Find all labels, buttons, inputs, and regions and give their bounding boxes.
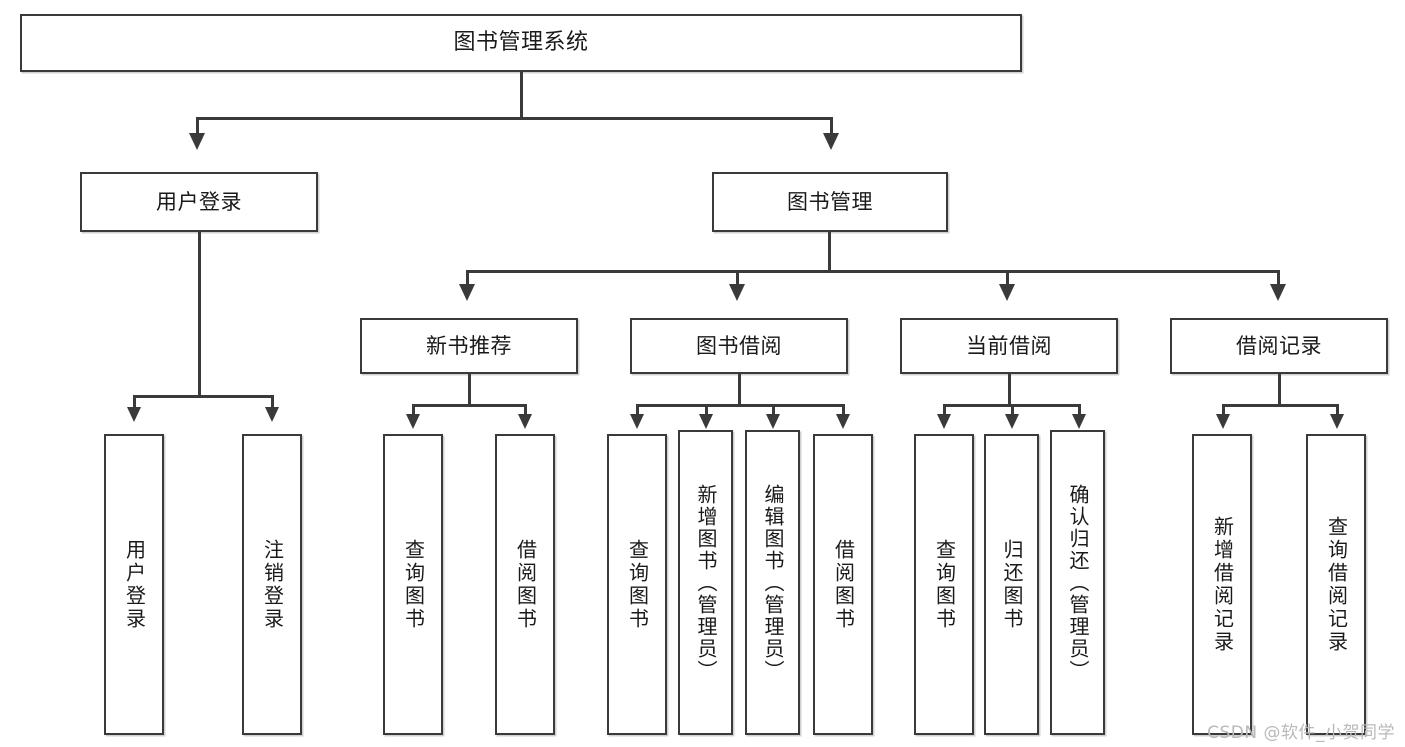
leaf-query-book-borrow[interactable]: 查询图书 <box>607 434 667 735</box>
node-label: 注销登录 <box>260 538 285 631</box>
arrow-to-current-borrow <box>999 284 1015 301</box>
node-label: 查询图书 <box>932 538 957 631</box>
node-label: 用户登录 <box>122 538 147 631</box>
leaf-borrow-book[interactable]: 借阅图书 <box>813 434 873 735</box>
node-label: 查询图书 <box>625 538 650 631</box>
leaf-add-borrow-record[interactable]: 新增借阅记录 <box>1192 434 1252 735</box>
arrow-to-leaf-add-book <box>699 414 713 429</box>
node-label: 图书管理 <box>787 189 873 214</box>
node-label: 当前借阅 <box>966 333 1052 358</box>
node-label: 新书推荐 <box>426 333 512 358</box>
connector-root-bus <box>196 117 832 120</box>
arrow-to-new-book-recommend <box>459 284 475 301</box>
arrow-to-leaf-user-login <box>127 407 141 422</box>
connector-recommend-stem <box>468 374 471 406</box>
connector-level3-drop-2 <box>736 270 739 286</box>
node-label: 借阅图书 <box>513 538 538 631</box>
connector-user-login-bus <box>133 395 273 398</box>
arrow-to-leaf-query-book-3 <box>937 414 951 429</box>
node-label: 查询图书 <box>401 538 426 631</box>
connector-borrow-stem <box>738 374 741 406</box>
node-label: 用户登录 <box>156 189 242 214</box>
arrow-to-leaf-borrow-book-1 <box>518 414 532 429</box>
leaf-return-book[interactable]: 归还图书 <box>984 434 1039 735</box>
connector-root-drop-right <box>830 117 833 135</box>
leaf-confirm-return-admin[interactable]: 确认归还（管理员） <box>1050 430 1105 735</box>
node-label: 图书借阅 <box>696 333 782 358</box>
leaf-borrow-book-recommend[interactable]: 借阅图书 <box>495 434 555 735</box>
node-label: 新增图书（管理员） <box>694 483 718 682</box>
connector-level3-drop-1 <box>466 270 469 286</box>
arrow-to-leaf-confirm-return <box>1072 414 1086 429</box>
arrow-to-book-management <box>823 133 839 150</box>
node-root-book-management-system[interactable]: 图书管理系统 <box>20 14 1022 72</box>
connector-user-login-drop-1 <box>133 395 136 409</box>
connector-current-drop-1 <box>943 404 946 416</box>
node-label: 图书管理系统 <box>453 30 589 56</box>
connector-recommend-bus <box>412 404 526 407</box>
leaf-user-login[interactable]: 用户登录 <box>104 434 164 735</box>
connector-borrow-bus <box>636 404 844 407</box>
leaf-add-book-admin[interactable]: 新增图书（管理员） <box>678 430 733 735</box>
watermark-text: CSDN @软件_小贺同学 <box>1207 723 1395 743</box>
arrow-to-leaf-query-book-1 <box>406 414 420 429</box>
leaf-query-book-current[interactable]: 查询图书 <box>914 434 974 735</box>
connector-record-bus <box>1222 404 1338 407</box>
leaf-query-book-recommend[interactable]: 查询图书 <box>383 434 443 735</box>
connector-level3-drop-3 <box>1006 270 1009 286</box>
node-book-management[interactable]: 图书管理 <box>712 172 948 232</box>
connector-borrow-drop-3 <box>772 404 775 416</box>
connector-level3-bus <box>466 270 1280 273</box>
node-borrow-record[interactable]: 借阅记录 <box>1170 318 1388 374</box>
connector-borrow-drop-2 <box>705 404 708 416</box>
node-label: 归还图书 <box>1000 538 1024 631</box>
node-label: 新增借阅记录 <box>1210 515 1235 654</box>
node-new-book-recommend[interactable]: 新书推荐 <box>360 318 578 374</box>
connector-root-drop-left <box>196 117 199 135</box>
node-user-login[interactable]: 用户登录 <box>80 172 318 232</box>
arrow-to-user-login <box>189 133 205 150</box>
node-label: 编辑图书（管理员） <box>761 483 785 682</box>
arrow-to-leaf-borrow-book-2 <box>836 414 850 429</box>
connector-current-drop-3 <box>1078 404 1081 416</box>
connector-current-stem <box>1008 374 1011 406</box>
arrow-to-leaf-add-record <box>1216 414 1230 429</box>
leaf-logout[interactable]: 注销登录 <box>242 434 302 735</box>
connector-user-login-stem <box>198 232 201 397</box>
connector-record-drop-1 <box>1222 404 1225 416</box>
node-current-borrow[interactable]: 当前借阅 <box>900 318 1118 374</box>
connector-book-management-stem <box>828 232 831 272</box>
arrow-to-leaf-logout <box>265 407 279 422</box>
connector-root-stem <box>520 72 523 119</box>
connector-recommend-drop-2 <box>524 404 527 416</box>
connector-record-stem <box>1278 374 1281 406</box>
arrow-to-borrow-record <box>1270 284 1286 301</box>
leaf-edit-book-admin[interactable]: 编辑图书（管理员） <box>745 430 800 735</box>
arrow-to-leaf-query-book-2 <box>630 414 644 429</box>
node-label: 借阅图书 <box>831 538 856 631</box>
connector-current-drop-2 <box>1011 404 1014 416</box>
node-label: 查询借阅记录 <box>1324 515 1349 654</box>
connector-level3-drop-4 <box>1277 270 1280 286</box>
arrow-to-book-borrow <box>729 284 745 301</box>
node-book-borrow[interactable]: 图书借阅 <box>630 318 848 374</box>
connector-borrow-drop-1 <box>636 404 639 416</box>
arrow-to-leaf-return-book <box>1005 414 1019 429</box>
connector-recommend-drop-1 <box>412 404 415 416</box>
connector-record-drop-2 <box>1336 404 1339 416</box>
node-label: 确认归还（管理员） <box>1066 483 1090 682</box>
leaf-query-borrow-record[interactable]: 查询借阅记录 <box>1306 434 1366 735</box>
connector-borrow-drop-4 <box>842 404 845 416</box>
connector-user-login-drop-2 <box>271 395 274 409</box>
node-label: 借阅记录 <box>1236 333 1322 358</box>
arrow-to-leaf-query-record <box>1330 414 1344 429</box>
arrow-to-leaf-edit-book <box>766 414 780 429</box>
